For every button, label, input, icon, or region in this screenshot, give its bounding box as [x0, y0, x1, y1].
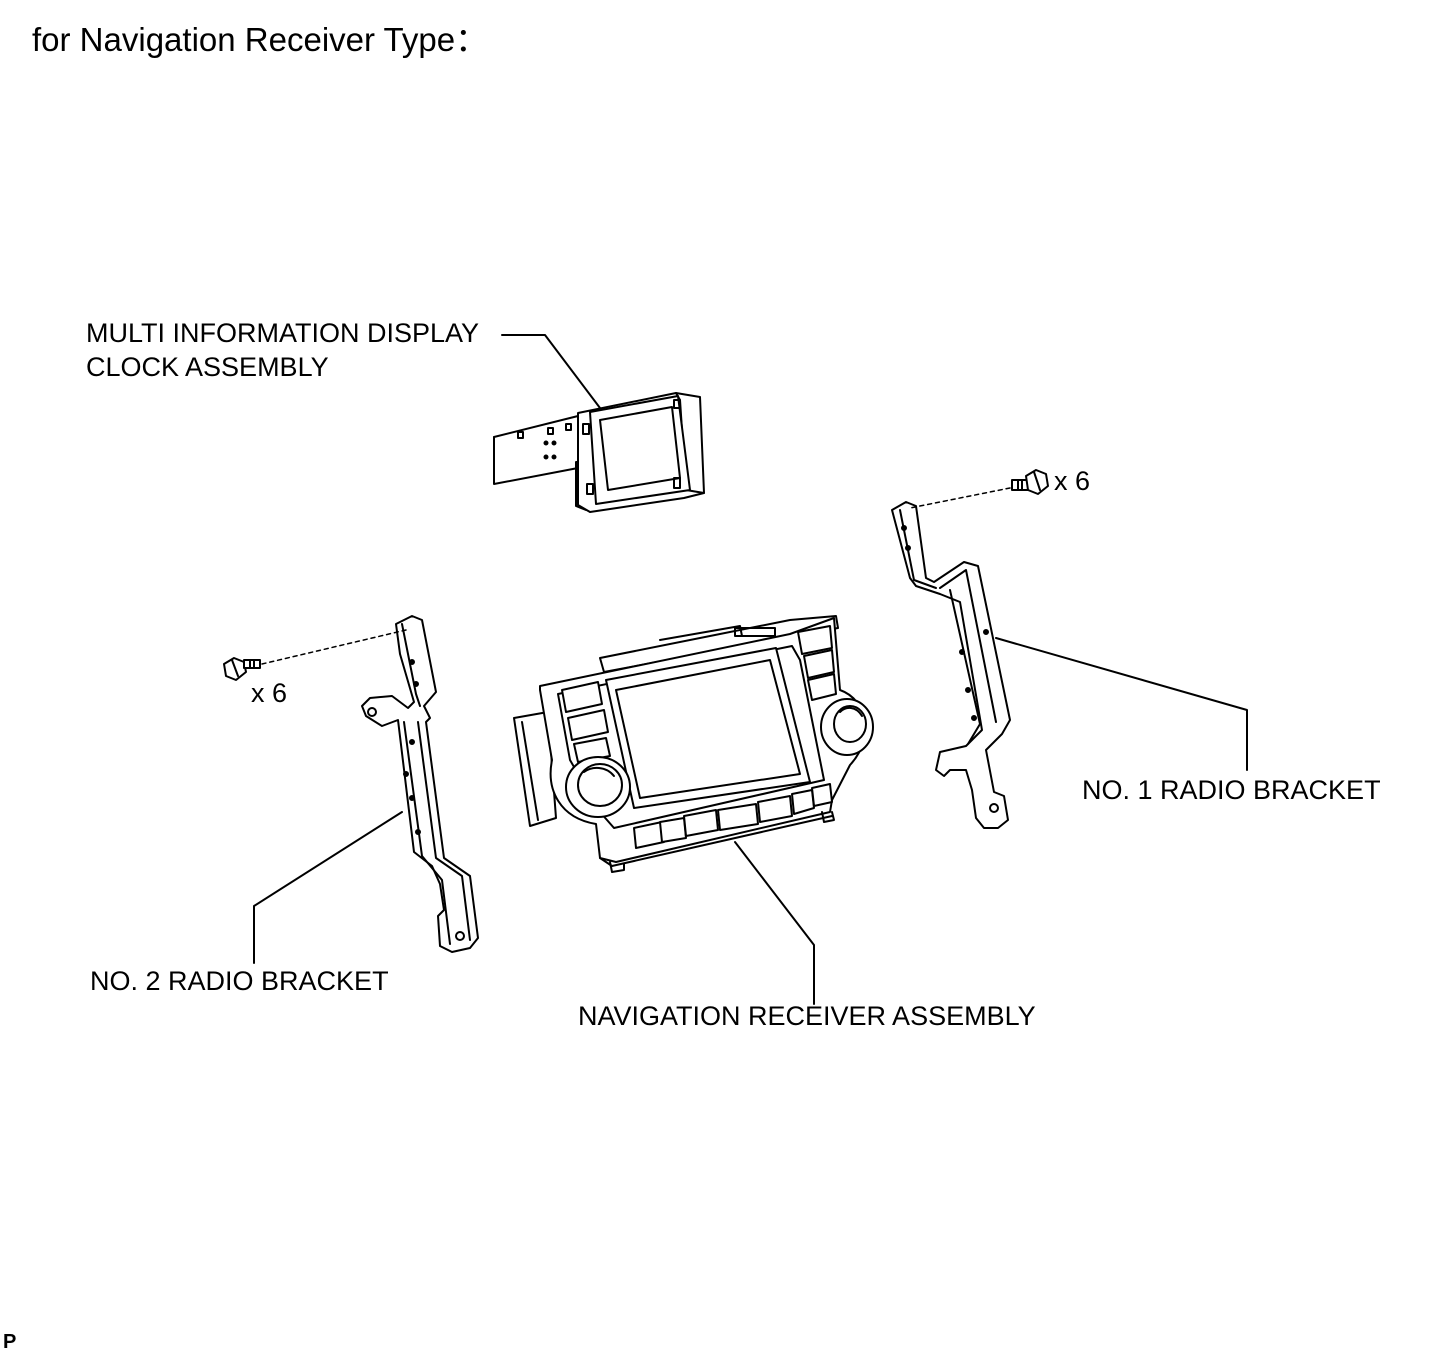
navigation-receiver-illustration: [514, 616, 873, 872]
no1-radio-bracket-illustration: [892, 502, 1010, 828]
page-heading: for Navigation Receiver Type：: [32, 21, 489, 58]
left-bolt-alignment-line: [262, 630, 406, 664]
no2-radio-bracket-label: NO. 2 RADIO BRACKET: [90, 966, 389, 996]
left-bolt-count-label: x 6: [251, 678, 288, 708]
no2-radio-bracket-leader: [254, 812, 402, 963]
no1-radio-bracket-leader: [996, 638, 1247, 770]
no1-radio-bracket-label: NO. 1 RADIO BRACKET: [1082, 775, 1381, 805]
navigation-receiver-label: NAVIGATION RECEIVER ASSEMBLY: [578, 1001, 1036, 1031]
right-bolt-count-label: x 6: [1054, 466, 1091, 496]
left-bolt-illustration: [224, 658, 260, 680]
navigation-receiver-leader: [735, 842, 814, 1004]
right-bolt-illustration: [1012, 470, 1048, 494]
clock-assembly-leader: [502, 335, 600, 408]
clock-assembly-label-line1: MULTI INFORMATION DISPLAY: [86, 318, 480, 348]
clock-assembly-illustration: [494, 393, 704, 512]
no2-radio-bracket-illustration: [362, 616, 478, 952]
corner-mark: P: [3, 1331, 17, 1353]
right-bolt-alignment-line: [910, 488, 1010, 508]
clock-assembly-label-line2: CLOCK ASSEMBLY: [86, 352, 329, 382]
